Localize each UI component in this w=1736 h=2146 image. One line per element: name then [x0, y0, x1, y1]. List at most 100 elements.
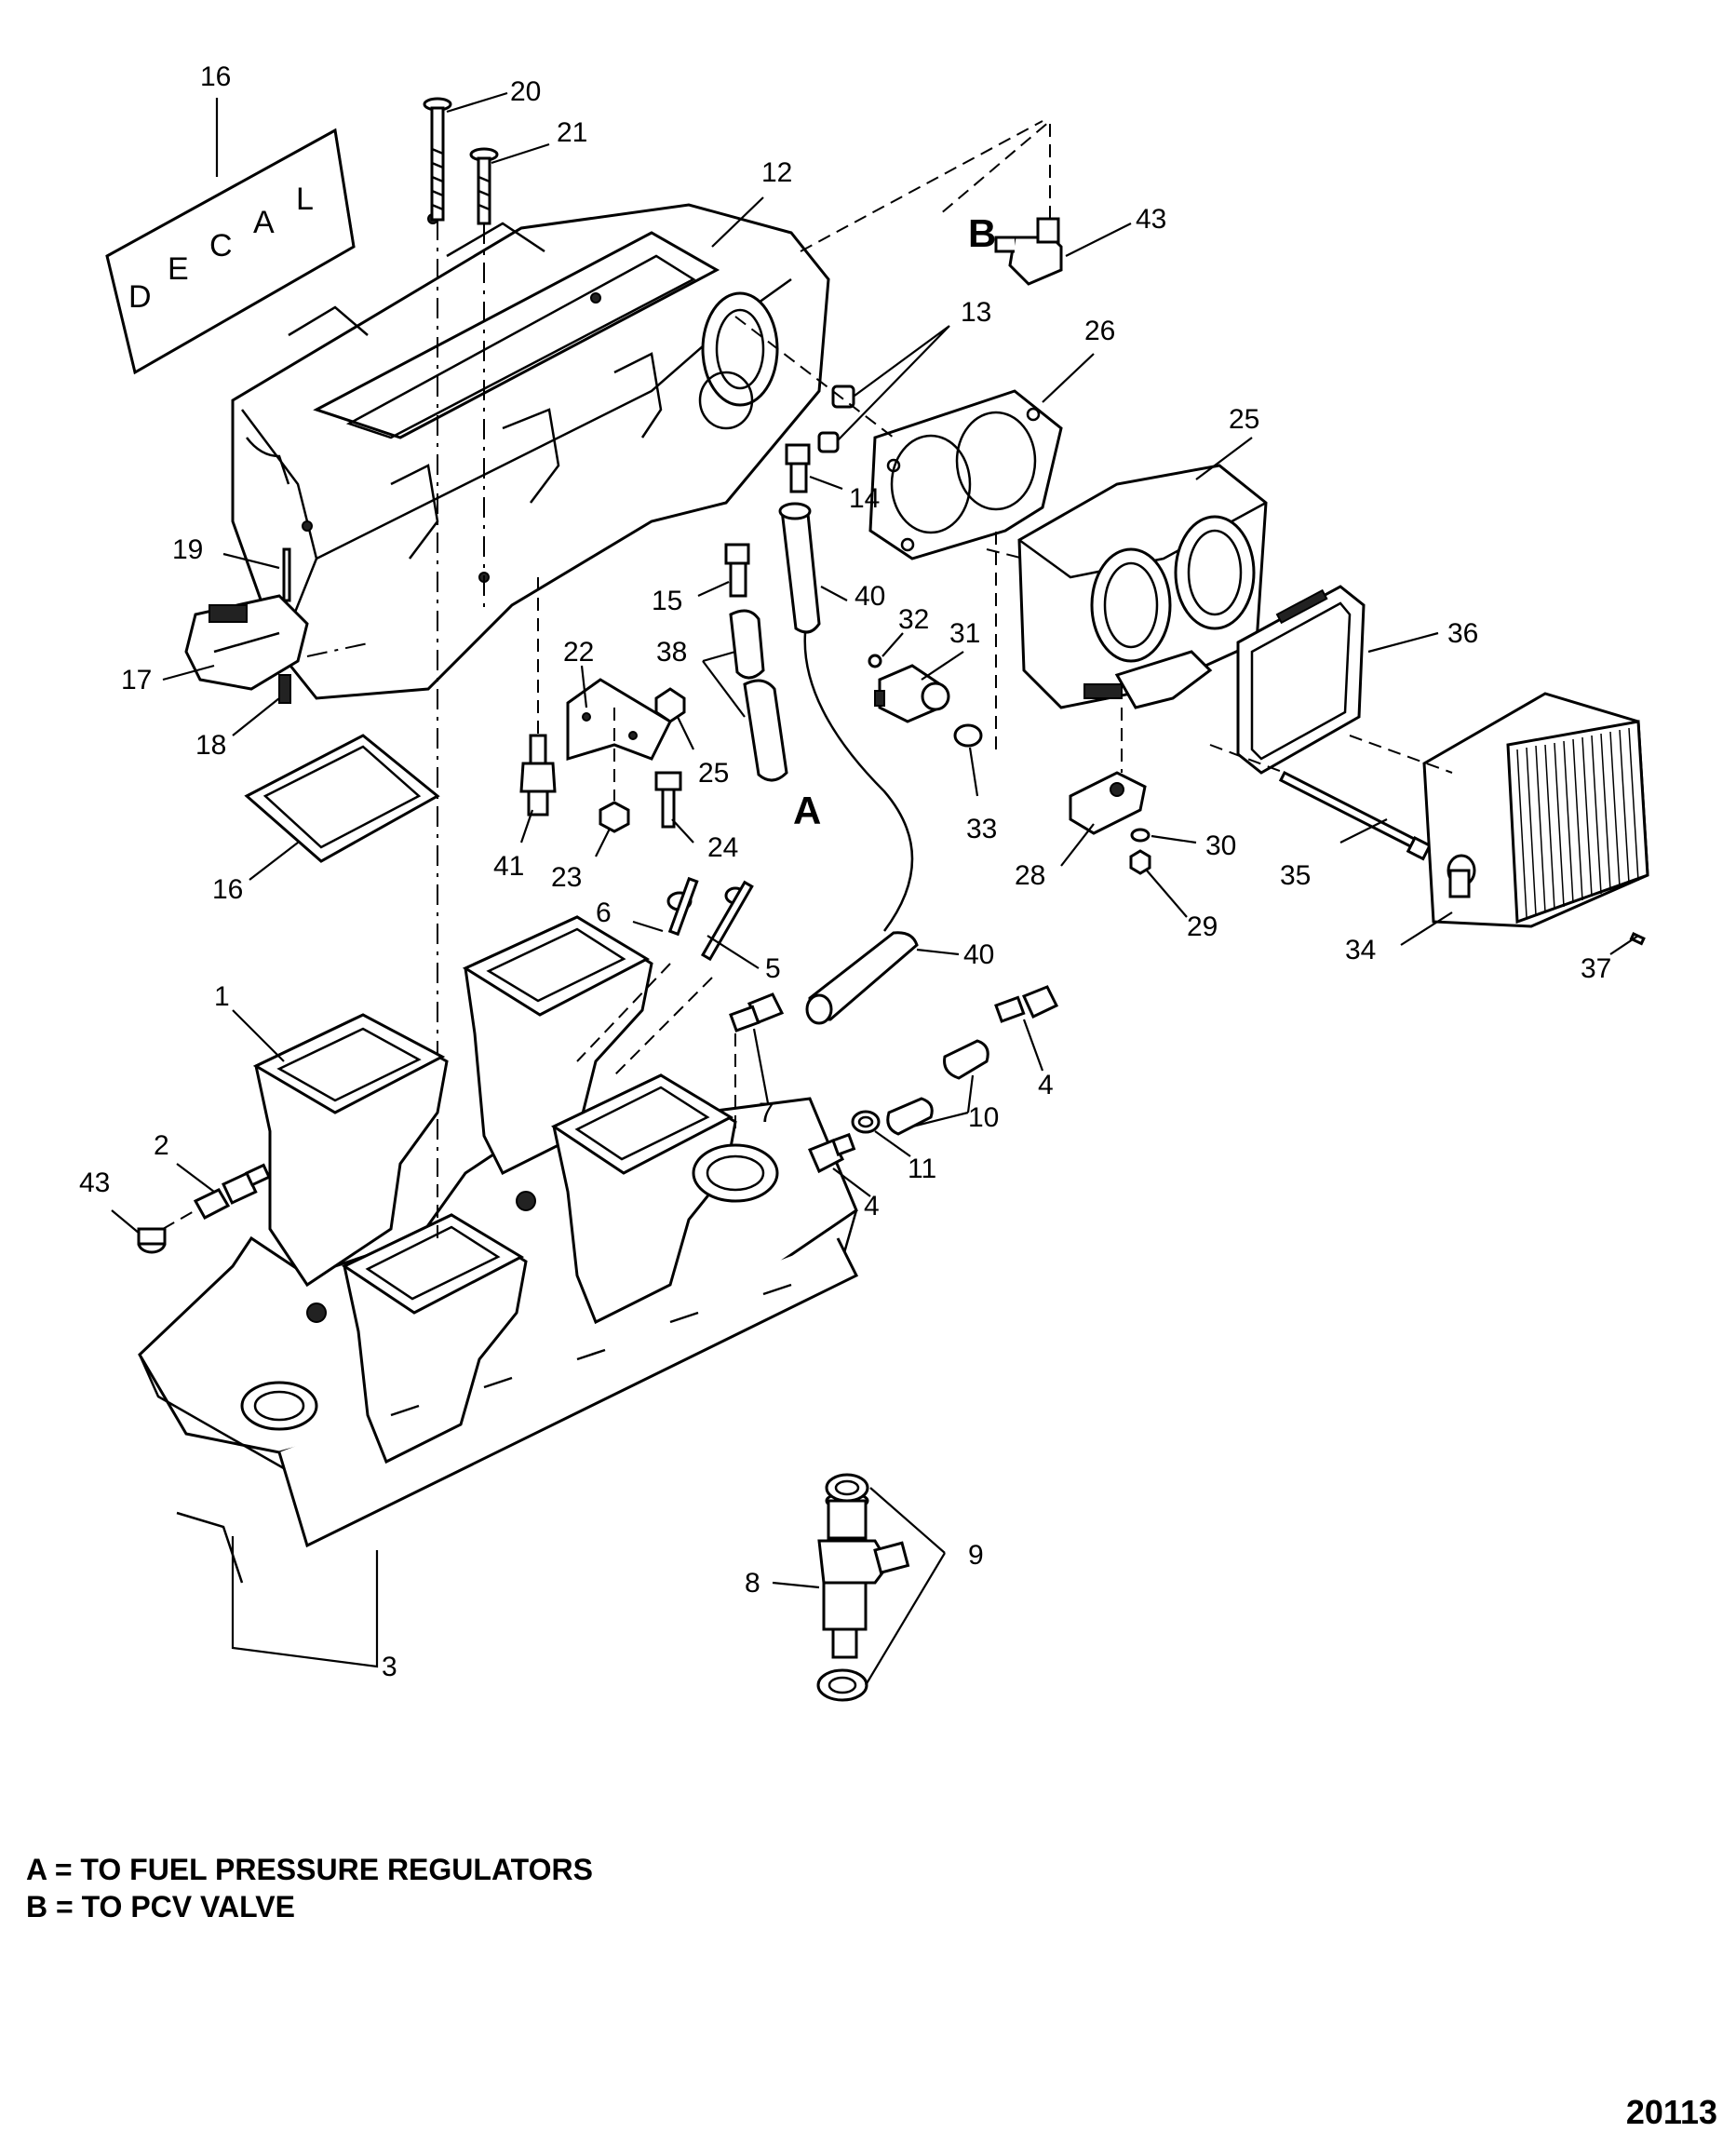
callout-31: 30 [1205, 830, 1236, 861]
callout-18: 17 [121, 665, 152, 695]
washer-31 [1130, 828, 1151, 843]
leader-40-lower [916, 948, 960, 956]
cap-43 [137, 1227, 167, 1254]
leader-28 [1042, 353, 1095, 403]
leader-3 [231, 1536, 379, 1668]
fitting-4-upper [994, 985, 1059, 1023]
callout-9: 9 [968, 1540, 984, 1571]
hose-39 [729, 609, 788, 782]
leader-29 [1060, 823, 1095, 867]
callout-2: 2 [154, 1130, 169, 1161]
callout-11: 11 [908, 1154, 936, 1184]
callout-25: 24 [707, 832, 738, 863]
leader-15 [697, 580, 730, 598]
callout-41: 41 [493, 851, 524, 882]
callout-40-upper: 40 [855, 581, 885, 612]
gasket-28 [868, 389, 1063, 560]
callout-5: 7 [759, 1098, 774, 1128]
leader-10 [911, 1074, 975, 1128]
clamp-11 [851, 1110, 881, 1134]
leader-24 [595, 828, 611, 857]
marker-a: A [793, 789, 821, 832]
leader-30 [1146, 870, 1188, 918]
iac-29 [1069, 771, 1147, 835]
hose-40-lower [805, 931, 919, 1025]
leader-21 [446, 91, 508, 114]
leader-23 [580, 665, 588, 709]
leader-9 [865, 1487, 946, 1686]
leader-12 [711, 196, 764, 248]
o-rings-9 [816, 1473, 869, 1702]
leader-31 [1151, 834, 1197, 844]
callout-27: 25 [1229, 404, 1259, 435]
decal-letter-l: L [296, 182, 314, 217]
leader-4-lower [832, 1167, 871, 1197]
decal-letter-a: A [253, 205, 275, 240]
callout-14: 14 [849, 483, 880, 514]
leader-33 [881, 632, 904, 657]
leader-7 [632, 920, 664, 933]
callout-4-upper: 4 [1038, 1070, 1054, 1100]
callout-20: 19 [172, 534, 203, 565]
hose-40-upper [778, 502, 821, 634]
sensor-2 [193, 1163, 272, 1221]
leader-18 [162, 664, 215, 682]
callout-33: 32 [898, 604, 929, 635]
leader-39 [702, 650, 746, 718]
leader-19 [232, 697, 280, 736]
leader-25 [671, 818, 694, 844]
callout-29: 28 [1015, 860, 1045, 891]
callout-10: 10 [968, 1102, 999, 1133]
gasket-16 [244, 734, 440, 863]
bracket-23 [566, 678, 672, 762]
callout-6: 5 [765, 953, 781, 984]
leader-13 [837, 325, 950, 441]
callout-34: 33 [966, 814, 997, 844]
callout-39: 38 [656, 637, 687, 668]
decal-letter-c: C [209, 228, 233, 263]
sensor-41 [519, 734, 557, 817]
legend-line-a: A = TO FUEL PRESSURE REGULATORS [26, 1853, 593, 1886]
callout-40-lower: 40 [963, 939, 994, 970]
leader-22 [491, 142, 550, 165]
stud-7 [666, 876, 699, 937]
leader-32 [921, 651, 964, 681]
legend-line-b: B = TO PCV VALVE [26, 1890, 295, 1923]
tps-32 [874, 664, 950, 723]
callout-37: 36 [1447, 618, 1478, 649]
air-filter-35 [1422, 692, 1649, 928]
leader-6 [707, 935, 760, 969]
elbow-fitting-42 [994, 217, 1063, 286]
callout-19: 18 [195, 730, 226, 761]
marker-b: B [968, 211, 996, 255]
stud-25 [654, 771, 682, 829]
o-ring-34 [953, 723, 983, 748]
callout-35: 34 [1345, 935, 1376, 965]
leader-26 [677, 716, 694, 750]
callout-21: 20 [510, 76, 541, 107]
callout-16: 16 [212, 874, 243, 905]
leader-41 [519, 809, 534, 844]
fitting-15 [724, 543, 750, 598]
leader-34 [968, 747, 979, 797]
intake-manifold-1 [138, 915, 859, 1548]
callout-3: 3 [382, 1652, 397, 1682]
fitting-5 [729, 992, 785, 1033]
leader-1 [232, 1009, 285, 1062]
screw-33 [868, 654, 882, 668]
leader-2 [176, 1163, 215, 1193]
long-bolt-22 [469, 147, 499, 225]
nut-26 [654, 687, 686, 723]
leader-20 [222, 552, 280, 570]
leader-14 [809, 475, 843, 491]
injector-8 [817, 1491, 910, 1659]
callout-17: 16 [200, 61, 231, 92]
screw-30 [1129, 849, 1151, 875]
callout-12: 12 [761, 157, 792, 188]
leader-27 [1195, 437, 1253, 480]
hoses-10 [886, 1039, 989, 1136]
callout-1: 1 [214, 981, 230, 1012]
callout-13: 13 [961, 297, 991, 328]
screw-38 [1629, 932, 1646, 946]
